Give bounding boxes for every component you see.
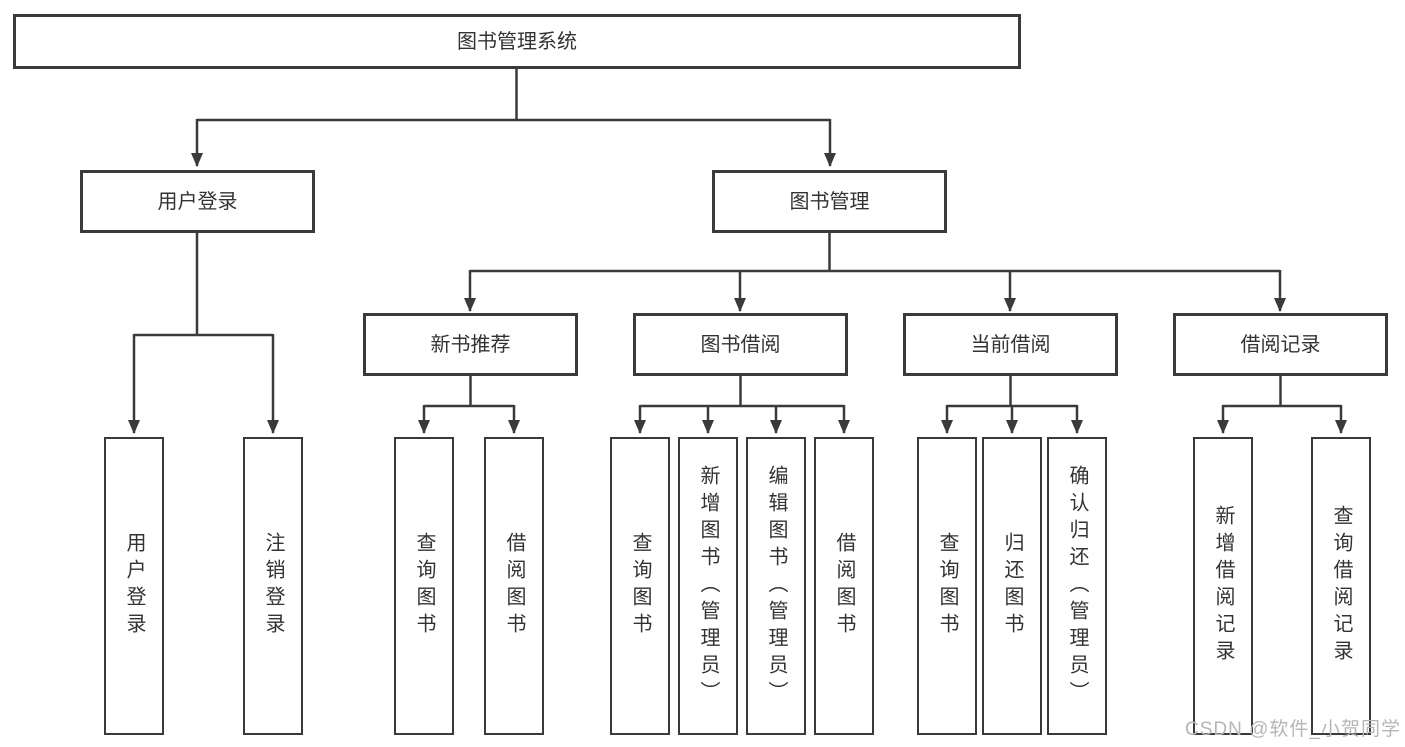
node-current-borrow: 当前借阅 [903,313,1118,376]
csdn-watermark: CSDN @软件_小贺同学 [1185,719,1401,740]
leaf-query-borrow-record-label: 查询借阅记录 [1330,505,1352,667]
node-root: 图书管理系统 [13,14,1021,69]
node-new-book-recommend-label: 新书推荐 [430,333,511,356]
node-current-borrow-label: 当前借阅 [970,333,1051,356]
leaf-borrow-book-1-label: 借阅图书 [503,532,525,640]
node-book-borrow: 图书借阅 [633,313,848,376]
node-new-book-recommend: 新书推荐 [363,313,578,376]
leaf-edit-book-label: 编辑图书（管理员） [765,464,787,708]
leaf-edit-book: 编辑图书（管理员） [746,437,806,735]
leaf-query-book-1-label: 查询图书 [413,532,435,640]
leaf-add-book: 新增图书（管理员） [678,437,738,735]
leaf-borrow-book-2: 借阅图书 [814,437,874,735]
leaf-query-book-2: 查询图书 [610,437,670,735]
node-book-management: 图书管理 [712,170,947,233]
leaf-borrow-book-1: 借阅图书 [484,437,544,735]
node-borrow-record: 借阅记录 [1173,313,1388,376]
leaf-return-book: 归还图书 [982,437,1042,735]
leaf-user-login: 用户登录 [104,437,164,735]
node-root-label: 图书管理系统 [457,30,577,53]
leaf-borrow-book-2-label: 借阅图书 [833,532,855,640]
leaf-add-borrow-record: 新增借阅记录 [1193,437,1253,735]
leaf-query-book-3-label: 查询图书 [936,532,958,640]
node-book-borrow-label: 图书借阅 [700,333,781,356]
leaf-logout: 注销登录 [243,437,303,735]
node-user-login-label: 用户登录 [157,190,238,213]
leaf-add-book-label: 新增图书（管理员） [697,464,719,708]
node-borrow-record-label: 借阅记录 [1240,333,1321,356]
leaf-add-borrow-record-label: 新增借阅记录 [1212,505,1234,667]
node-book-management-label: 图书管理 [789,190,870,213]
leaf-confirm-return-label: 确认归还（管理员） [1066,464,1088,708]
leaf-return-book-label: 归还图书 [1001,532,1023,640]
leaf-user-login-label: 用户登录 [123,532,145,640]
node-user-login: 用户登录 [80,170,315,233]
leaf-query-book-3: 查询图书 [917,437,977,735]
leaf-query-book-1: 查询图书 [394,437,454,735]
leaf-logout-label: 注销登录 [262,532,284,640]
leaf-confirm-return: 确认归还（管理员） [1047,437,1107,735]
leaf-query-book-2-label: 查询图书 [629,532,651,640]
leaf-query-borrow-record: 查询借阅记录 [1311,437,1371,735]
